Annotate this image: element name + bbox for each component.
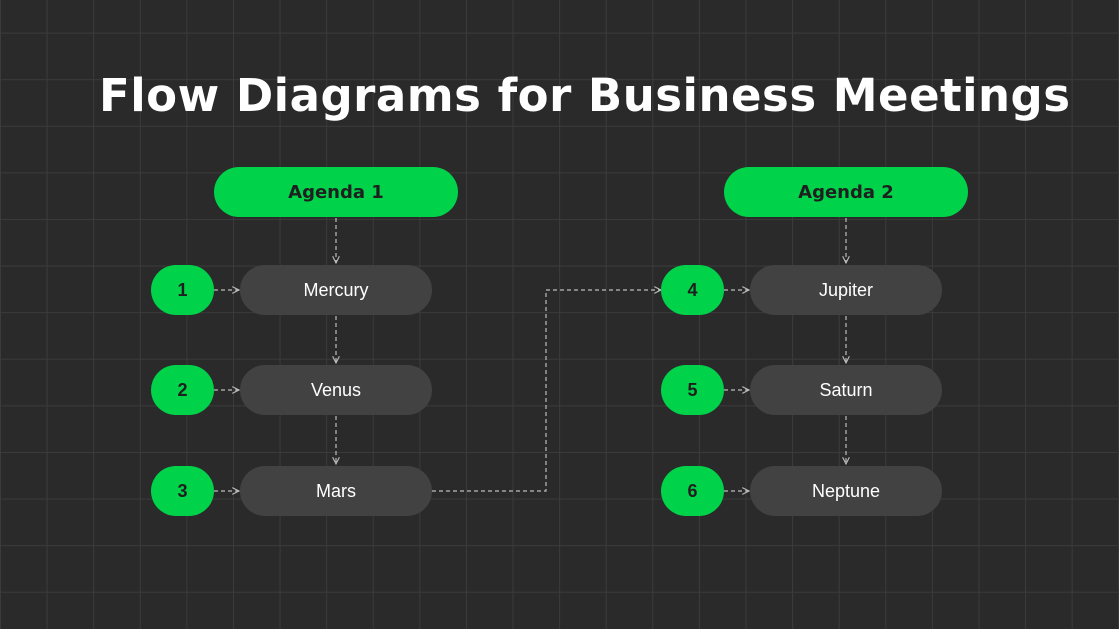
step-number-5: 5 bbox=[661, 365, 724, 415]
connector-mars-to-4 bbox=[432, 290, 661, 492]
step-number-4: 4 bbox=[661, 265, 724, 315]
agenda-1-pill: Agenda 1 bbox=[214, 167, 458, 217]
page-title: Flow Diagrams for Business Meetings bbox=[99, 69, 1071, 122]
agenda-2-pill: Agenda 2 bbox=[724, 167, 968, 217]
step-jupiter: Jupiter bbox=[750, 265, 942, 315]
step-saturn: Saturn bbox=[750, 365, 942, 415]
step-neptune: Neptune bbox=[750, 466, 942, 516]
step-mercury: Mercury bbox=[240, 265, 432, 315]
step-number-3: 3 bbox=[151, 466, 214, 516]
step-venus: Venus bbox=[240, 365, 432, 415]
step-number-6: 6 bbox=[661, 466, 724, 516]
step-mars: Mars bbox=[240, 466, 432, 516]
step-number-1: 1 bbox=[151, 265, 214, 315]
step-number-2: 2 bbox=[151, 365, 214, 415]
